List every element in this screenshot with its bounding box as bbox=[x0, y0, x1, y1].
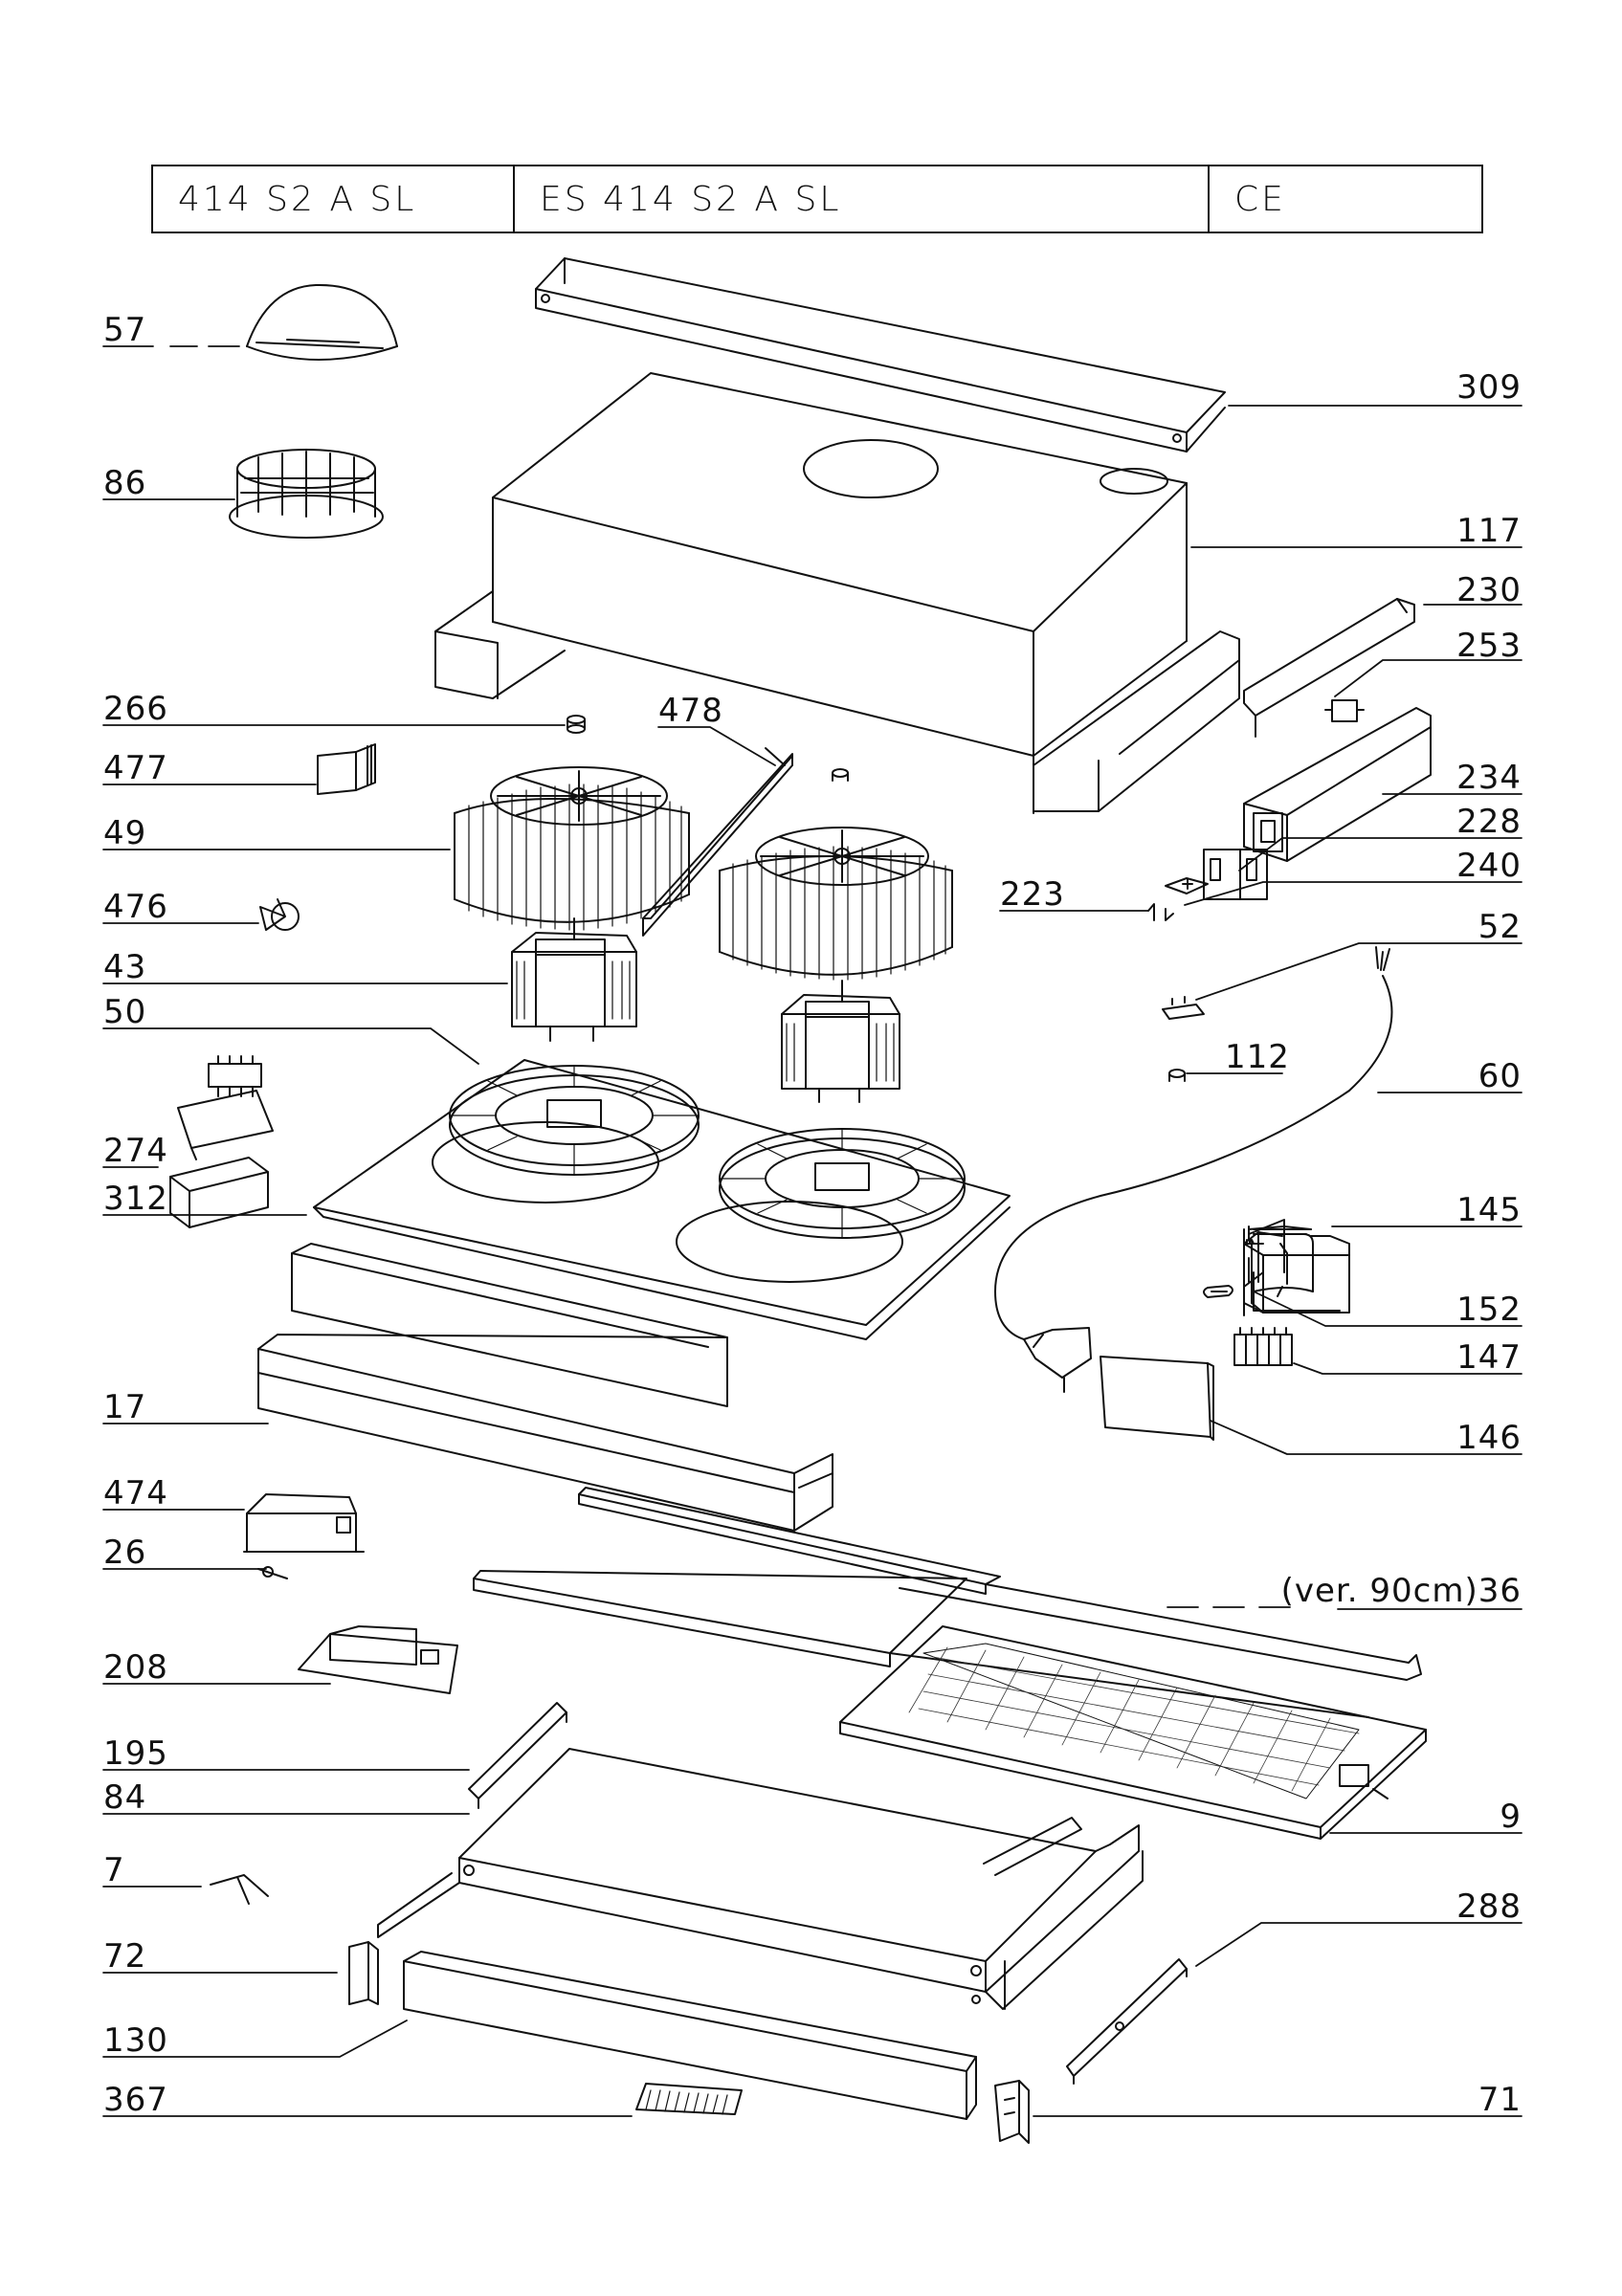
callout-274: 274 bbox=[103, 1132, 168, 1170]
part-50-motor-frame-left bbox=[449, 1065, 700, 1176]
part-274-terminal-strip bbox=[208, 1055, 262, 1097]
part-288-side-rail bbox=[1066, 1958, 1188, 2085]
part-49-fan-impeller-right bbox=[719, 827, 953, 981]
part-17-front-channel bbox=[257, 1243, 833, 1532]
part-240-terminal-plate bbox=[1165, 877, 1209, 894]
callout-266: 266 bbox=[103, 690, 168, 728]
callout-152: 152 bbox=[1456, 1291, 1522, 1329]
callout-234: 234 bbox=[1456, 759, 1522, 797]
part-274-box bbox=[169, 1090, 274, 1228]
part-43-motor-right bbox=[781, 980, 900, 1103]
callout-477: 477 bbox=[103, 749, 168, 787]
part-36-filter-frame bbox=[473, 1487, 1422, 1718]
part-146-instruction-card bbox=[1100, 1356, 1214, 1441]
part-208-ballast bbox=[298, 1625, 458, 1694]
part-26-screw bbox=[257, 1566, 288, 1579]
header-cell-model-2: ES 414 S2 A SL bbox=[513, 165, 1210, 233]
part-230-control-cover bbox=[1243, 598, 1415, 738]
part-7-clip bbox=[210, 1874, 269, 1905]
callout-52: 52 bbox=[1478, 908, 1522, 946]
callout-145: 145 bbox=[1456, 1191, 1522, 1229]
callout-7: 7 bbox=[103, 1851, 125, 1889]
callout-208: 208 bbox=[103, 1648, 168, 1687]
model-label-1: 414 S2 A SL bbox=[178, 179, 417, 219]
leader-lines bbox=[102, 345, 1522, 2117]
part-50-motor-frame-right bbox=[719, 1128, 966, 1239]
part-86-round-collar bbox=[229, 449, 384, 539]
part-478-divider-plate bbox=[642, 747, 849, 937]
callout-478: 478 bbox=[658, 692, 723, 730]
part-9-grease-filter bbox=[839, 1625, 1427, 1840]
part-84-slide-frame bbox=[377, 1748, 1144, 2010]
part-49-fan-impeller-left bbox=[454, 766, 690, 931]
part-474-transformer bbox=[243, 1493, 365, 1553]
part-57-dome-cap bbox=[246, 283, 398, 361]
callout-230: 230 bbox=[1456, 571, 1522, 609]
part-266-cap bbox=[567, 715, 586, 734]
part-152-fuse bbox=[1203, 1285, 1233, 1298]
ce-mark-label: CE bbox=[1234, 179, 1286, 219]
callout-367: 367 bbox=[103, 2081, 168, 2119]
part-112-cap bbox=[1168, 1069, 1186, 1082]
callout-49: 49 bbox=[103, 814, 147, 852]
callout-146: 146 bbox=[1456, 1419, 1522, 1457]
part-60-power-cable bbox=[994, 946, 1393, 1393]
callout-112: 112 bbox=[1225, 1038, 1290, 1076]
part-71-end-cap-right bbox=[994, 2080, 1030, 2144]
callout-147: 147 bbox=[1456, 1338, 1522, 1377]
callout-9: 9 bbox=[1500, 1798, 1522, 1836]
callout-253: 253 bbox=[1456, 627, 1522, 665]
callout-84: 84 bbox=[103, 1778, 147, 1817]
callout-60: 60 bbox=[1478, 1057, 1522, 1095]
callout-474: 474 bbox=[103, 1474, 168, 1512]
part-130-front-panel bbox=[403, 1951, 977, 2120]
callout-223: 223 bbox=[1000, 875, 1065, 914]
part-253-switch-block bbox=[1324, 699, 1365, 722]
part-72-end-cap-left bbox=[348, 1941, 379, 2005]
callout-288: 288 bbox=[1456, 1888, 1522, 1926]
callout-50: 50 bbox=[103, 993, 147, 1031]
part-43-motor-left bbox=[511, 917, 637, 1042]
part-309-top-rail bbox=[535, 257, 1226, 453]
callout-43: 43 bbox=[103, 948, 147, 986]
model-label-2: ES 414 S2 A SL bbox=[540, 179, 842, 219]
callout-36: (ver. 90cm)36 bbox=[1280, 1572, 1522, 1610]
part-147-terminal-block bbox=[1233, 1327, 1293, 1366]
callout-240: 240 bbox=[1456, 847, 1522, 885]
callout-228: 228 bbox=[1456, 803, 1522, 841]
callout-309: 309 bbox=[1456, 368, 1522, 407]
header-cell-model-1: 414 S2 A SL bbox=[151, 165, 515, 233]
part-312-motor-plate bbox=[313, 1059, 1011, 1340]
part-195-slide-rail bbox=[468, 1702, 567, 1809]
callout-26: 26 bbox=[103, 1534, 147, 1572]
callout-71: 71 bbox=[1478, 2081, 1522, 2119]
part-367-handle bbox=[635, 2083, 743, 2115]
header-cell-mark: CE bbox=[1208, 165, 1483, 233]
callout-195: 195 bbox=[103, 1734, 168, 1773]
part-145-cover bbox=[1243, 1219, 1350, 1316]
part-223-clip bbox=[1147, 903, 1174, 921]
callout-130: 130 bbox=[103, 2021, 168, 2060]
callout-312: 312 bbox=[103, 1180, 168, 1218]
callout-72: 72 bbox=[103, 1937, 147, 1976]
callout-17: 17 bbox=[103, 1388, 147, 1426]
part-228-switch bbox=[1203, 849, 1268, 900]
part-477-bracket bbox=[317, 743, 376, 795]
callout-476: 476 bbox=[103, 888, 168, 926]
part-117-main-housing bbox=[434, 372, 1240, 814]
part-52-cable-clamp bbox=[1162, 996, 1205, 1020]
callout-57: 57 bbox=[103, 311, 147, 349]
callout-86: 86 bbox=[103, 464, 147, 502]
callout-117: 117 bbox=[1456, 512, 1522, 550]
part-476-valve bbox=[259, 898, 300, 931]
